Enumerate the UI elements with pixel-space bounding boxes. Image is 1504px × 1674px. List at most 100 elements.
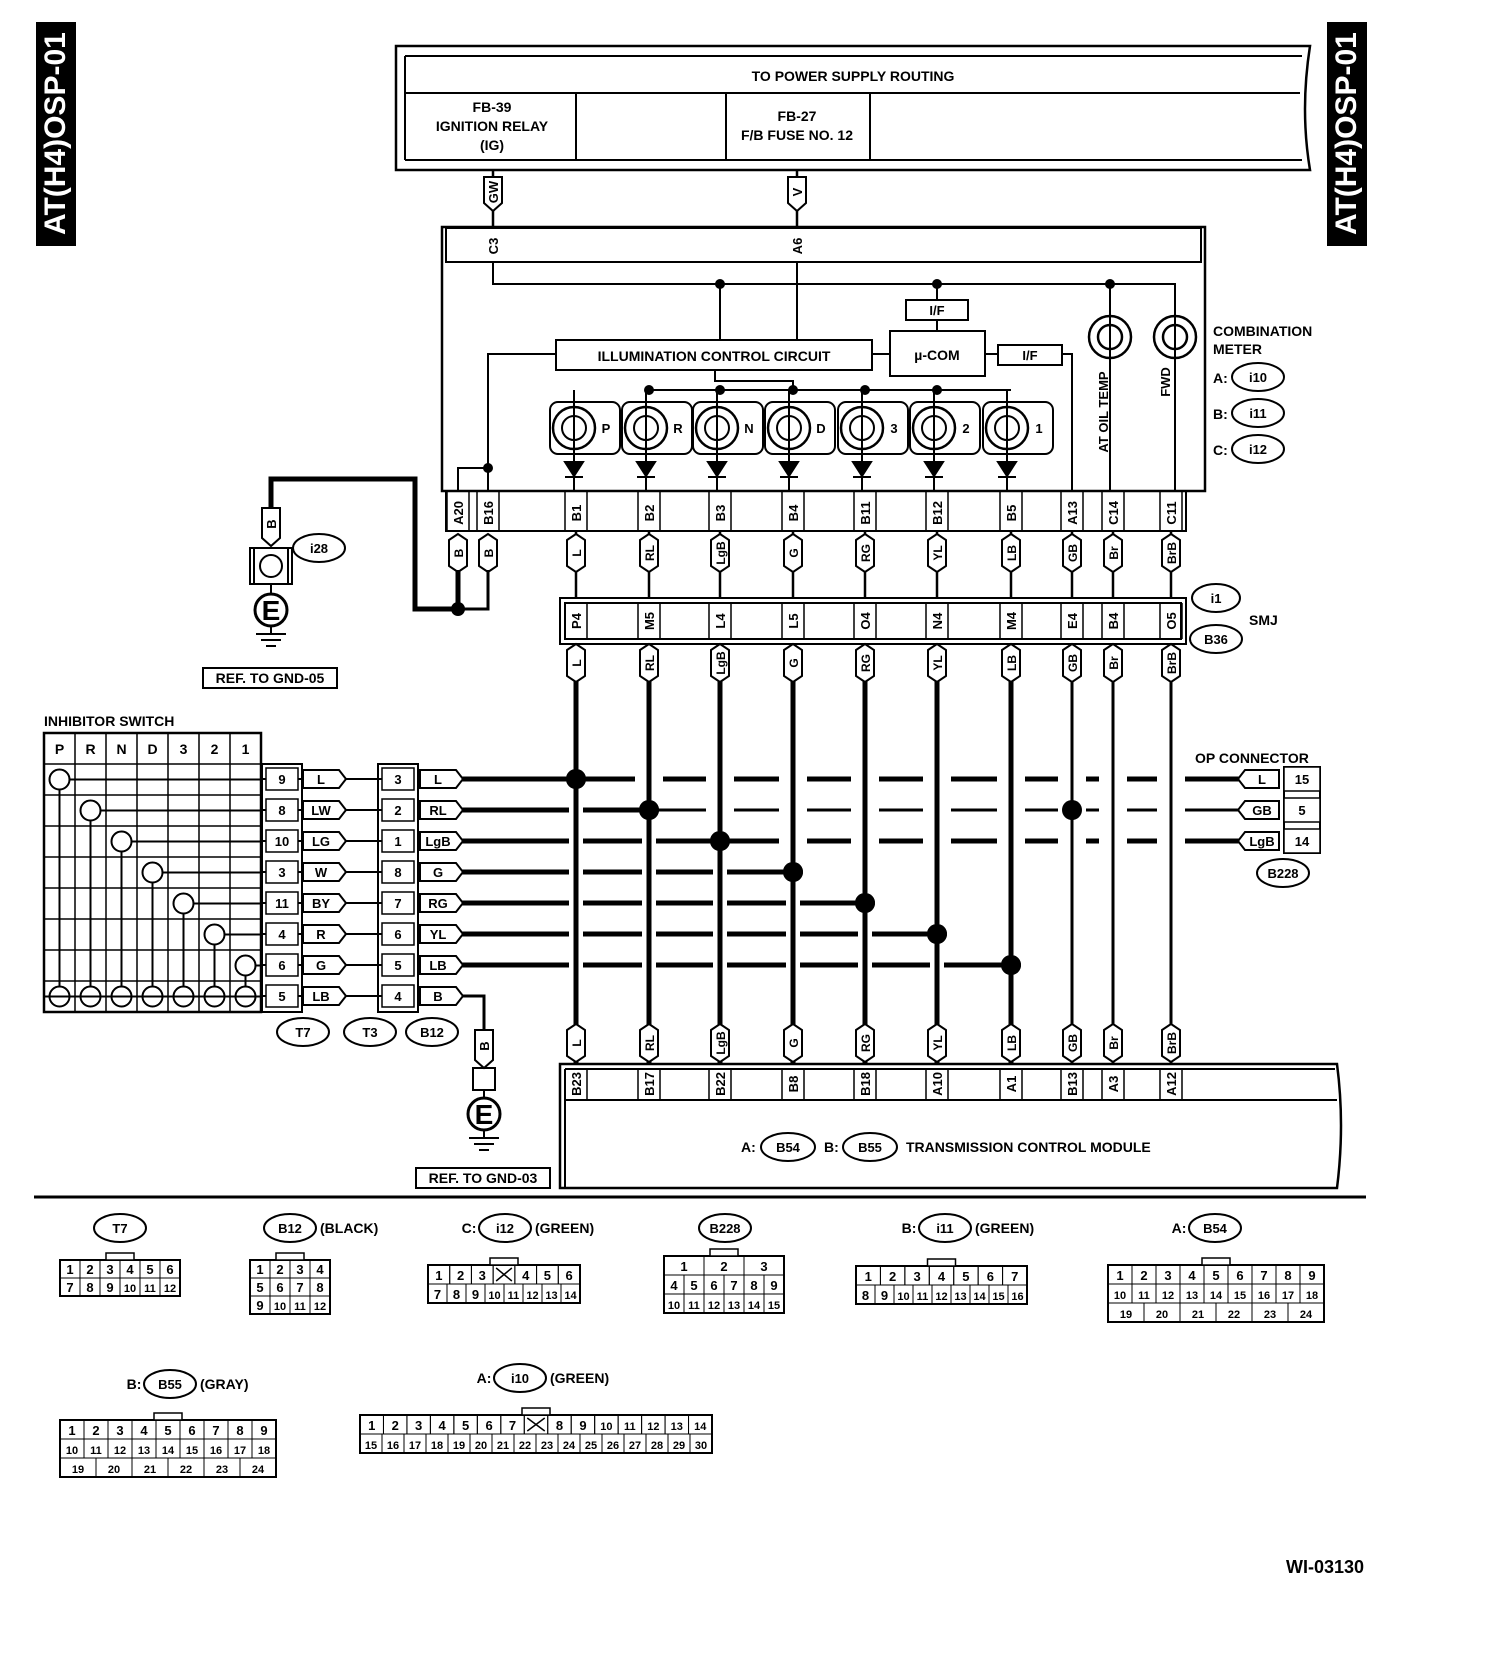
connector-view-id-oval: [143, 1369, 197, 1399]
connector-view-pin: 6: [987, 1269, 994, 1284]
t7-wire-LW: LW: [311, 803, 331, 818]
op-pin-14: 14: [1295, 834, 1310, 849]
gear-bulb-1: 1: [982, 390, 1054, 491]
smj-pin-divider: [853, 603, 877, 639]
connector-view-pin: 10: [124, 1283, 136, 1295]
connector-view-pin: 23: [216, 1464, 228, 1476]
upper-ground-ref-box: [202, 667, 338, 689]
upper-ground-connector-id-oval: [292, 533, 346, 563]
t7-wire-R: R: [316, 927, 326, 942]
connector-view-pin: 6: [166, 1262, 173, 1277]
op-wire-LgB: LgB: [1249, 834, 1274, 849]
meter-pin-c3: C3: [486, 238, 501, 255]
connector-view-pin: 11: [1138, 1290, 1150, 1302]
connector-view-pin: 5: [164, 1423, 171, 1438]
column-wire-tag-upper-RL-box: [639, 532, 659, 574]
connector-view-color: (GREEN): [535, 1220, 594, 1236]
inhibitor-contact: [172, 892, 195, 915]
diode-icon: [706, 461, 728, 478]
relay-label-2: IGNITION RELAY: [436, 118, 549, 134]
tcm-pin-B8: B8: [786, 1076, 801, 1093]
tcm-b-id: B55: [858, 1140, 882, 1155]
connector-view-pin: 7: [66, 1280, 73, 1295]
meter-title-2: METER: [1213, 341, 1262, 357]
meter-pin-B12: B12: [930, 501, 945, 525]
connector-view-pin: 14: [748, 1300, 761, 1312]
connector-view-pin: 1: [435, 1268, 442, 1283]
gear-bulb-label: 3: [890, 421, 897, 436]
t7-wire-BY: BY: [312, 896, 330, 911]
column-wire-tag-mid-GB-box: [1062, 642, 1082, 684]
column-wire-tag-upper-BrB: BrB: [1165, 542, 1179, 564]
connector-view-pin: 17: [234, 1445, 246, 1457]
meter-conn-c-id: i12: [1249, 442, 1267, 457]
smj-pin-divider: [637, 603, 661, 639]
tcm-label: TRANSMISSION CONTROL MODULE: [906, 1139, 1151, 1155]
tcm-a-prefix: A:: [741, 1139, 756, 1155]
column-wire-tag-upper-Br: Br: [1107, 546, 1121, 560]
diode-icon: [563, 461, 585, 478]
column-wire-tag-mid-GB: GB: [1066, 654, 1080, 672]
smj-pin-O5: O5: [1164, 612, 1179, 629]
smj-pin-divider: [708, 603, 732, 639]
t7-wire-G: G: [316, 958, 326, 973]
op-pin-cell: [1283, 797, 1321, 823]
lower-ground-tag: B: [474, 1029, 494, 1070]
tcm-pin-divider: [637, 1069, 661, 1100]
connector-view-pin: 17: [1282, 1290, 1294, 1302]
tcm-pin-divider: [1060, 1069, 1084, 1100]
column-wire-tag-lower-RG: RG: [859, 1034, 873, 1052]
connector-view-pin: 18: [258, 1445, 270, 1457]
connector-view-pin: 7: [1260, 1268, 1267, 1283]
meter-pin-B3: B3: [713, 505, 728, 522]
t3-pin-cell: [381, 798, 415, 822]
t3-wire-YL-box: [419, 924, 465, 944]
connector-view-pin: 11: [917, 1291, 929, 1303]
t3-wire-LB: LB: [429, 958, 446, 973]
power-wires: [491, 170, 799, 228]
gear-bulb-N: N: [692, 390, 764, 491]
connector-view-pin: 8: [236, 1423, 243, 1438]
tcm-pin-divider: [853, 1069, 877, 1100]
meter-pin-divider: [637, 491, 661, 531]
tcm-pin-divider: [1101, 1069, 1125, 1100]
connector-view-pin: 13: [1186, 1290, 1198, 1302]
meter-conn-a-prefix: A:: [1213, 370, 1228, 386]
t3-wire-RG-box: [419, 893, 465, 913]
column-wire-tag-upper-RL: RL: [643, 545, 657, 561]
connector-view-pin: 6: [710, 1278, 717, 1293]
connector-view-pin: 10: [897, 1291, 909, 1303]
connector-view-pin: 2: [276, 1262, 283, 1277]
connector-view-pin: 12: [314, 1301, 326, 1313]
t3-pin-3: 3: [394, 772, 401, 787]
connector-view-pin: 12: [1162, 1290, 1174, 1302]
connector-view-pin: 7: [212, 1423, 219, 1438]
wire-junction-dot: [639, 800, 659, 820]
connector-view-pin: 13: [545, 1290, 557, 1302]
connector-view-id: T7: [112, 1221, 127, 1236]
column-wire-tag-upper-YL-box: [927, 532, 947, 574]
meter-pin-divider: [1159, 491, 1183, 531]
connector-view-pin: 11: [508, 1290, 520, 1302]
upper-ground-wire: B: [264, 519, 279, 528]
meter-pin-divider: [925, 491, 949, 531]
t3-pin-7: 7: [394, 896, 401, 911]
tcm-pin-divider: [781, 1069, 805, 1100]
fwd-label: FWD: [1158, 367, 1173, 397]
meter-conn-c-prefix: C:: [1213, 442, 1228, 458]
connector-view-pin: 20: [1156, 1309, 1168, 1321]
connector-view-pin: 12: [114, 1445, 126, 1457]
relay-label-1: FB-39: [473, 99, 512, 115]
column-wire-tag-mid-Br-box: [1103, 642, 1123, 684]
gear-bulb-D: D: [764, 390, 836, 491]
smj-pin-divider: [999, 603, 1023, 639]
inhibitor-position-P: P: [55, 741, 64, 757]
op-pin-15: 15: [1295, 772, 1309, 787]
connector-view-pin: 12: [708, 1300, 720, 1312]
connector-view-pin: 8: [556, 1418, 563, 1433]
column-wire-tag-lower-G-box: [783, 1022, 803, 1064]
meter-pin-B1: B1: [569, 505, 584, 522]
smj-conn-b36: B36: [1204, 632, 1228, 647]
